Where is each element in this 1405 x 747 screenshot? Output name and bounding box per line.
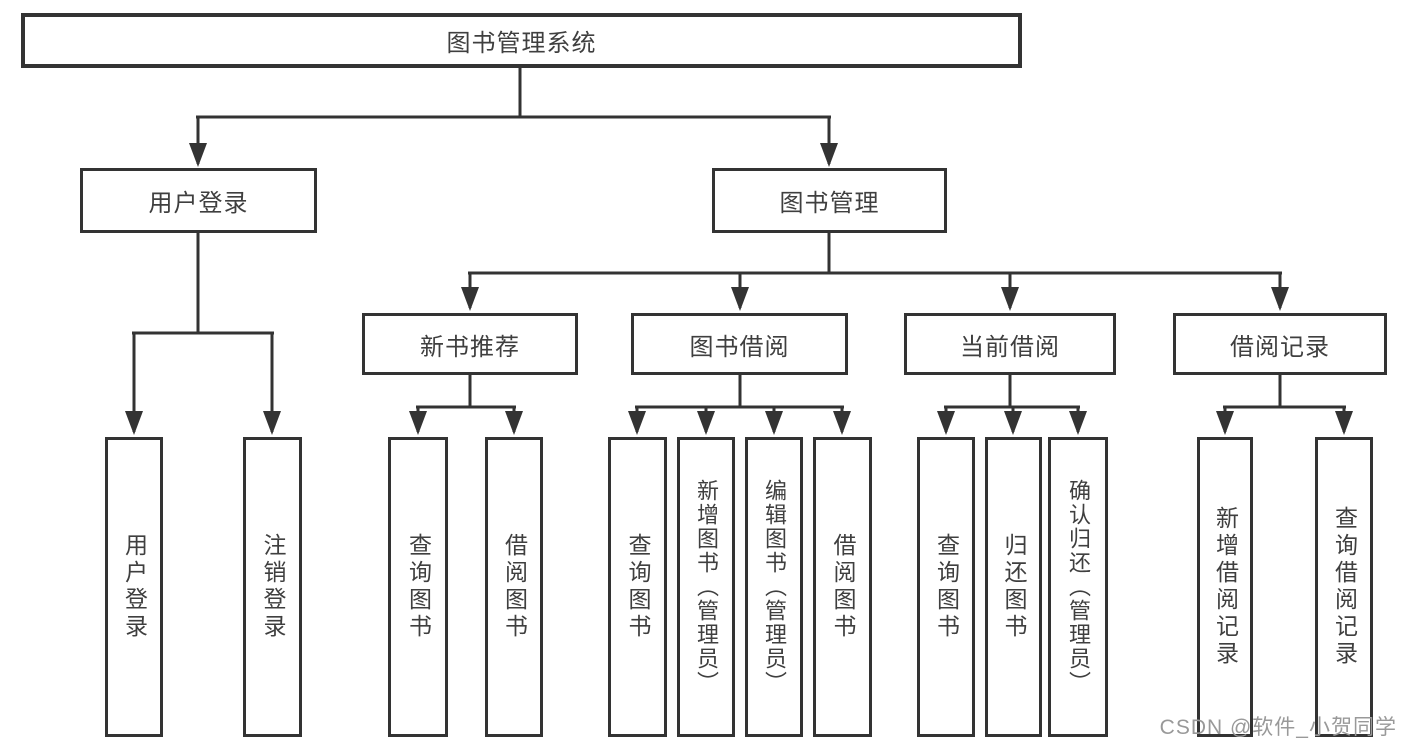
node-label: 借阅记录 [1230, 333, 1330, 361]
node-new-book-recommend: 新书推荐 [362, 313, 578, 375]
node-user-login: 用户登录 [80, 168, 317, 233]
leaf-query-books: 查询图书 [608, 437, 667, 737]
leaf-label: 归还图书 [1001, 533, 1027, 641]
leaf-logout: 注销登录 [243, 437, 302, 737]
node-label: 图书管理系统 [446, 30, 597, 57]
node-label: 图书管理 [779, 190, 880, 217]
node-borrow-records: 借阅记录 [1173, 313, 1387, 375]
node-label: 新书推荐 [420, 333, 520, 361]
node-current-borrow: 当前借阅 [904, 313, 1116, 375]
leaf-query-books: 查询图书 [917, 437, 975, 737]
leaf-return-books: 归还图书 [985, 437, 1042, 737]
leaf-label: 新增借阅记录 [1212, 506, 1239, 668]
csdn-watermark: CSDN @软件_小贺同学 [1159, 716, 1397, 739]
leaf-add-books-admin: 新增图书（管理员） [677, 437, 735, 737]
leaf-label: 借阅图书 [830, 533, 856, 641]
leaf-label: 查询图书 [405, 533, 432, 641]
leaf-label: 确认归还（管理员） [1066, 479, 1091, 695]
leaf-label: 借阅图书 [501, 533, 528, 641]
node-label: 用户登录 [148, 190, 249, 217]
leaf-label: 查询借阅记录 [1331, 506, 1358, 668]
leaf-borrow-books: 借阅图书 [813, 437, 872, 737]
node-label: 当前借阅 [960, 333, 1060, 361]
leaf-label: 查询图书 [933, 533, 960, 641]
leaf-label: 编辑图书（管理员） [762, 479, 787, 695]
node-library-management-system: 图书管理系统 [21, 13, 1022, 68]
leaf-edit-books-admin: 编辑图书（管理员） [745, 437, 803, 737]
leaf-user-login: 用户登录 [105, 437, 163, 737]
leaf-label: 注销登录 [260, 533, 286, 641]
leaf-label: 新增图书（管理员） [694, 479, 719, 695]
node-book-management: 图书管理 [712, 168, 947, 233]
leaf-query-books: 查询图书 [388, 437, 448, 737]
node-label: 图书借阅 [689, 333, 790, 361]
leaf-add-borrow-record: 新增借阅记录 [1197, 437, 1253, 737]
leaf-borrow-books: 借阅图书 [485, 437, 543, 737]
leaf-label: 查询图书 [625, 533, 651, 641]
leaf-label: 用户登录 [121, 533, 148, 641]
node-book-borrow: 图书借阅 [631, 313, 848, 375]
leaf-confirm-return-admin: 确认归还（管理员） [1048, 437, 1108, 737]
leaf-query-borrow-record: 查询借阅记录 [1315, 437, 1373, 737]
